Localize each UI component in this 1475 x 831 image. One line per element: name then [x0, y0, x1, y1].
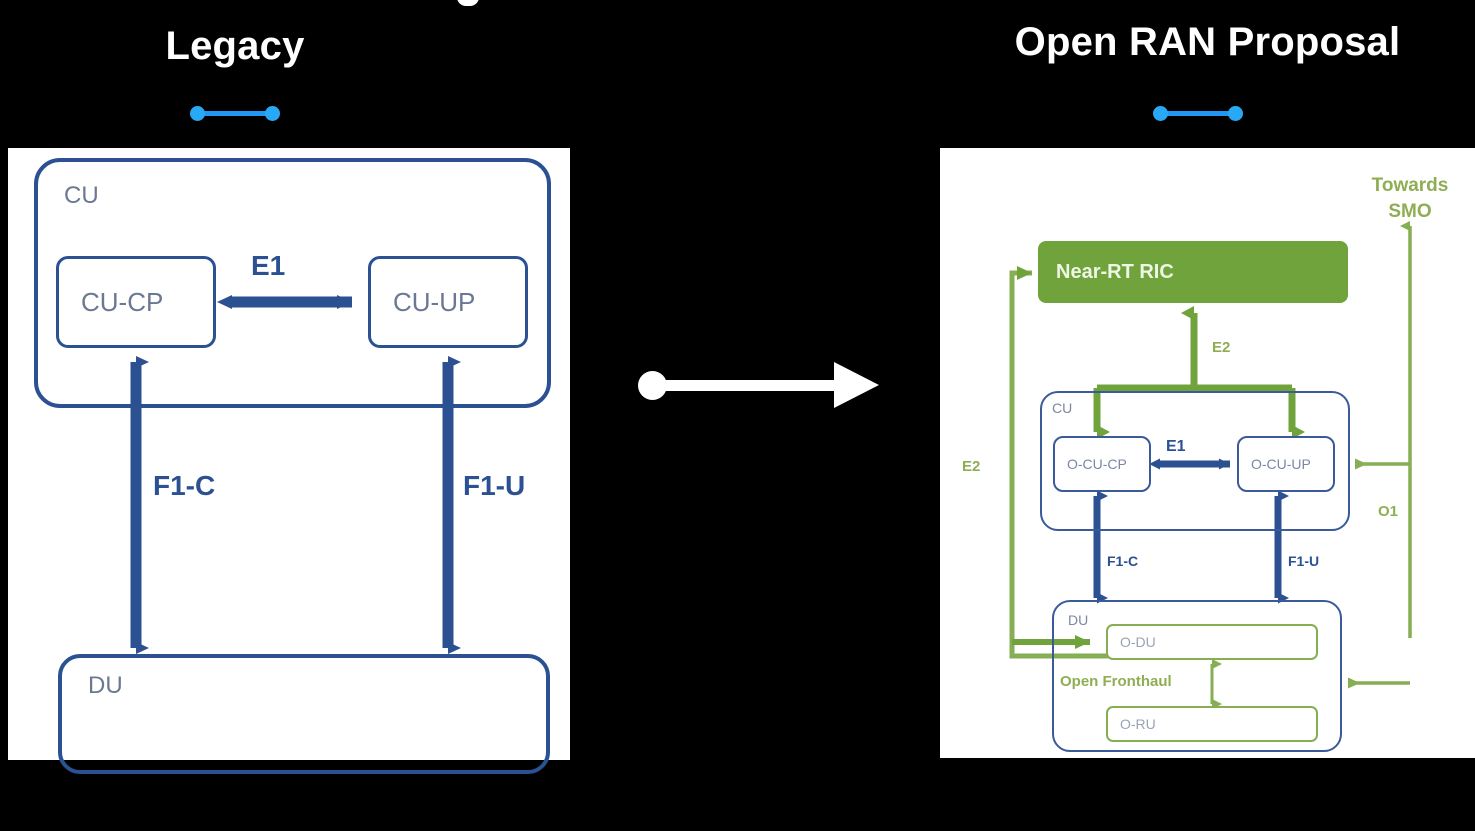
- oran-e2-label-top: E2: [1212, 339, 1231, 356]
- oran-f1u-label: F1-U: [1288, 553, 1320, 569]
- oran-f1c-label: F1-C: [1107, 553, 1139, 569]
- towards-smo-label: Towards SMO: [1350, 173, 1470, 224]
- legacy-f1u-label: F1-U: [463, 470, 526, 501]
- legacy-e1-label: E1: [251, 250, 286, 281]
- open-fronthaul-label: Open Fronthaul: [1060, 673, 1172, 690]
- divider-bar: [198, 111, 272, 116]
- title-divider-right: [1153, 103, 1243, 123]
- cropped-text-fragment: [457, 0, 479, 6]
- arrow-shaft: [660, 380, 840, 391]
- legacy-diagram-panel: CU CU-CP CU-UP E1 F1-C F1-U DU: [8, 148, 570, 774]
- near-rt-ric-box[interactable]: Near-RT RIC: [1038, 241, 1348, 303]
- page-title-legacy: Legacy: [165, 24, 305, 68]
- towards-smo-line-2: SMO: [1388, 200, 1432, 222]
- legacy-cu-group-label: CU: [64, 182, 99, 209]
- legacy-connector-layer: [130, 295, 461, 654]
- title-divider-left: [190, 103, 280, 123]
- oran-o1-label: O1: [1378, 503, 1399, 520]
- oran-cu-group: [1040, 391, 1350, 531]
- open-ran-diagram-panel: Near-RT RIC Towards SMO CU O-CU-CP O-CU-…: [940, 148, 1475, 758]
- legacy-cu-up-box[interactable]: CU-UP: [368, 256, 528, 348]
- oran-du-group: [1052, 600, 1342, 752]
- oran-e1-label: E1: [1166, 438, 1186, 455]
- oran-cu-group-label: CU: [1052, 400, 1073, 416]
- divider-dot-left: [1153, 106, 1168, 121]
- o-ru-box[interactable]: O-RU: [1106, 706, 1318, 742]
- oran-connector-layer: [1009, 221, 1412, 709]
- oran-du-group-label: DU: [1068, 612, 1089, 628]
- legacy-f1c-label: F1-C: [153, 470, 216, 501]
- legacy-du-group: [58, 654, 550, 774]
- page-title-open-ran: Open RAN Proposal: [1014, 20, 1401, 64]
- divider-dot-right: [265, 106, 280, 121]
- oran-e2-label-left: E2: [962, 458, 981, 475]
- legacy-du-group-label: DU: [88, 672, 123, 699]
- divider-bar: [1161, 111, 1235, 116]
- o-cu-up-box[interactable]: O-CU-UP: [1237, 436, 1335, 492]
- o-du-box[interactable]: O-DU: [1106, 624, 1318, 660]
- divider-dot-right: [1228, 106, 1243, 121]
- legacy-cu-group: [34, 158, 551, 408]
- towards-smo-line-1: Towards: [1371, 175, 1449, 196]
- arrow-head: [834, 362, 879, 408]
- o-cu-cp-box[interactable]: O-CU-CP: [1053, 436, 1151, 492]
- divider-dot-left: [190, 106, 205, 121]
- transition-right-arrow-icon: [638, 362, 883, 408]
- legacy-cu-cp-box[interactable]: CU-CP: [56, 256, 216, 348]
